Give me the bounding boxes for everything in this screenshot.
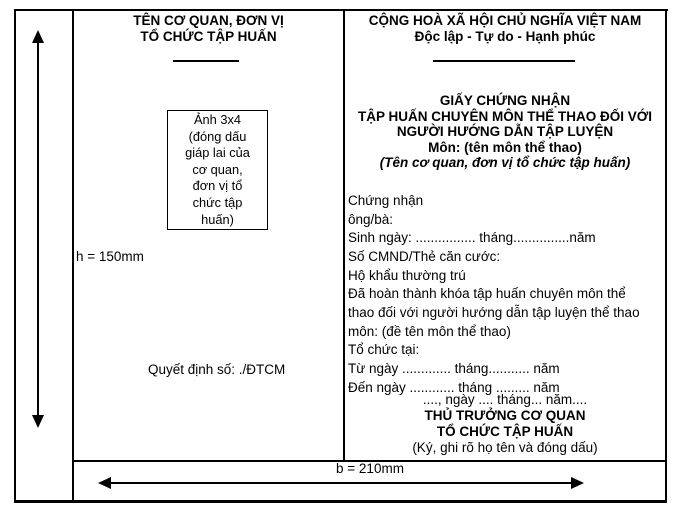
certificate-body-line: thao đối với người hướng dẫn tập luyện t…	[348, 304, 640, 320]
photo-box-caption-line: huấn)	[201, 211, 234, 227]
photo-box-caption-line: đơn vị tổ	[192, 178, 243, 194]
certificate-title-line: Môn: (tên môn thể thao)	[428, 139, 582, 155]
certificate-body-line: Chứng nhận	[348, 193, 424, 208]
outer-frame-left-line	[14, 9, 16, 503]
width-strip-divider-line	[72, 460, 667, 462]
certificate-body-line: Từ ngày ............. tháng........... n…	[348, 360, 560, 376]
arrowhead-up-icon	[32, 30, 44, 43]
certificate-title-org-line: (Tên cơ quan, đơn vị tổ chức tập huấn)	[379, 155, 631, 171]
national-header-underline	[433, 60, 575, 62]
certificate-body-line: Tổ chức tại:	[348, 342, 420, 358]
certificate-body-line: Số CMND/Thẻ căn cước:	[348, 248, 501, 264]
certificate-body-line: ông/bà:	[348, 211, 394, 227]
photo-box-caption-line: chức tập	[192, 194, 243, 210]
outer-frame-right-line	[665, 9, 667, 503]
certificate-body: Chứng nhận ông/bà: Sinh ngày: ..........…	[348, 192, 666, 397]
arrowhead-right-icon	[571, 477, 584, 489]
national-motto-header: CỘNG HOÀ XÃ HỘI CHỦ NGHĨA VIỆT NAM Độc l…	[345, 13, 665, 45]
photo-box-caption-line: Ảnh 3x4	[194, 112, 241, 127]
height-arrow-shaft	[37, 40, 39, 418]
certificate-body-line: Hộ khẩu thường trú	[348, 267, 466, 283]
national-header-line: Độc lập - Tự do - Hạnh phúc	[414, 29, 596, 44]
certificate-column-divider-line	[343, 9, 345, 462]
signature-note: (Ký, ghi rõ họ tên và đóng dấu)	[412, 440, 598, 455]
signature-date-line: ...., ngày .... tháng... năm....	[422, 392, 588, 407]
photo-box-caption-line: giáp lai của	[185, 145, 250, 161]
certificate-body-line: Đến ngày ............ tháng ......... nă…	[348, 379, 560, 395]
certificate-title-block: GIẤY CHỨNG NHẬN TẬP HUẤN CHUYÊN MÔN THỂ …	[345, 93, 665, 171]
certificate-body-line: Sinh ngày: ................ tháng.......…	[348, 230, 596, 246]
signer-title-line: THỦ TRƯỞNG CƠ QUAN	[424, 408, 586, 423]
certificate-body-line: môn: (đề tên môn thể thao)	[348, 323, 511, 339]
signer-title-line: TỔ CHỨC TẬP HUẤN	[436, 424, 574, 439]
org-name-line: TÊN CƠ QUAN, ĐƠN VỊ	[133, 13, 284, 28]
outer-frame-top-line	[14, 9, 668, 11]
arrowhead-left-icon	[98, 477, 111, 489]
width-arrow-shaft	[108, 482, 574, 484]
outer-frame-bottom-line	[14, 500, 667, 503]
certificate-body-line: Đã hoàn thành khóa tập huấn chuyên môn t…	[348, 286, 626, 302]
photo-box-caption-line: (đóng dấu	[188, 128, 247, 144]
certificate-title-line: TẬP HUẤN CHUYÊN MÔN THỂ THAO ĐỐI VỚI	[357, 108, 653, 124]
photo-box-caption-line: cơ quan,	[192, 161, 243, 177]
signature-block: ...., ngày .... tháng... năm.... THỦ TRƯ…	[345, 392, 665, 456]
height-dimension-label: h = 150mm	[76, 249, 144, 264]
org-header-underline	[173, 60, 239, 62]
arrowhead-down-icon	[32, 415, 44, 428]
certificate-title-line: GIẤY CHỨNG NHẬN	[439, 93, 571, 108]
national-header-line: CỘNG HOÀ XÃ HỘI CHỦ NGHĨA VIỆT NAM	[368, 13, 642, 28]
dimension-column-divider-line	[72, 9, 74, 503]
width-dimension-label: b = 210mm	[336, 461, 404, 476]
decision-number-label: Quyết định số: ./ĐTCM	[148, 362, 286, 377]
certificate-title-line: NGƯỜI HƯỚNG DẪN TẬP LUYỆN	[396, 124, 614, 140]
photo-box: Ảnh 3x4 (đóng dấu giáp lai của cơ quan, …	[167, 110, 268, 230]
org-name-header: TÊN CƠ QUAN, ĐƠN VỊ TỔ CHỨC TẬP HUẤN	[74, 13, 343, 45]
org-name-line: TỔ CHỨC TẬP HUẤN	[140, 29, 277, 44]
